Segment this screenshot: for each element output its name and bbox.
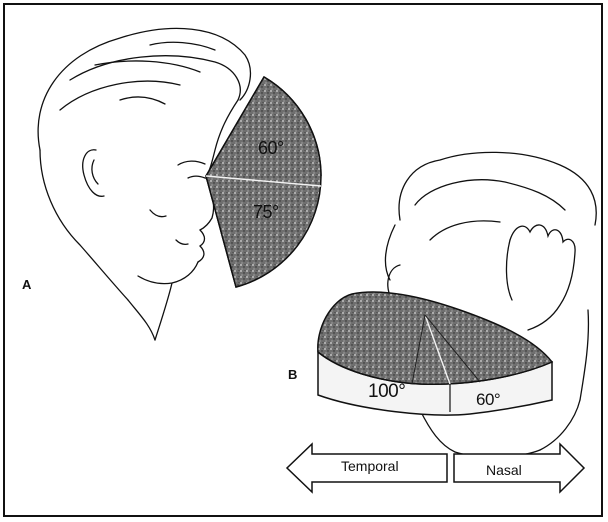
nasal-label: Nasal: [486, 462, 522, 478]
visual-field-sector-b: [318, 292, 552, 415]
angle-lower-a: 75°: [253, 202, 279, 223]
angle-upper-a: 60°: [258, 138, 284, 159]
panel-label-a: A: [22, 277, 31, 292]
panel-label-b: B: [288, 367, 297, 382]
angle-temporal-b: 100°: [368, 381, 405, 403]
angle-nasal-b: 60°: [476, 390, 500, 410]
temporal-label: Temporal: [341, 458, 399, 474]
